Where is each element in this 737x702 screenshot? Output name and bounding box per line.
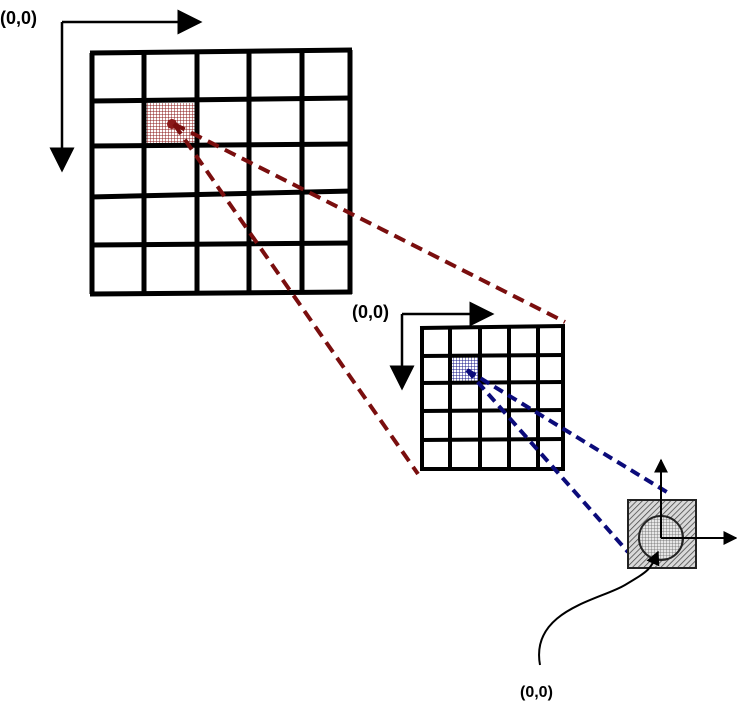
medium-grid-lines: [419, 324, 566, 471]
cell-detail-origin-pointer: [538, 550, 660, 666]
large-grid: [89, 47, 353, 297]
blue-projection-upper: [465, 368, 672, 496]
red-projection-upper: [173, 122, 566, 324]
large-grid-lines: [89, 47, 353, 297]
cell-detail-origin-label: (0,0): [520, 684, 553, 701]
red-projection-lines: [172, 122, 566, 476]
medium-grid-origin-label: (0,0): [352, 302, 389, 322]
medium-grid: [419, 324, 566, 471]
medium-grid-axes: (0,0): [352, 301, 495, 391]
blue-projection-lines: [465, 368, 672, 554]
blue-projection-lower: [465, 368, 630, 554]
large-grid-axes: (0,0): [0, 8, 203, 173]
red-projection-lower: [172, 122, 420, 476]
large-grid-origin-label: (0,0): [0, 8, 37, 28]
medium-grid-highlight-cell: [451, 356, 479, 382]
cell-detail: (0,0): [520, 458, 737, 701]
